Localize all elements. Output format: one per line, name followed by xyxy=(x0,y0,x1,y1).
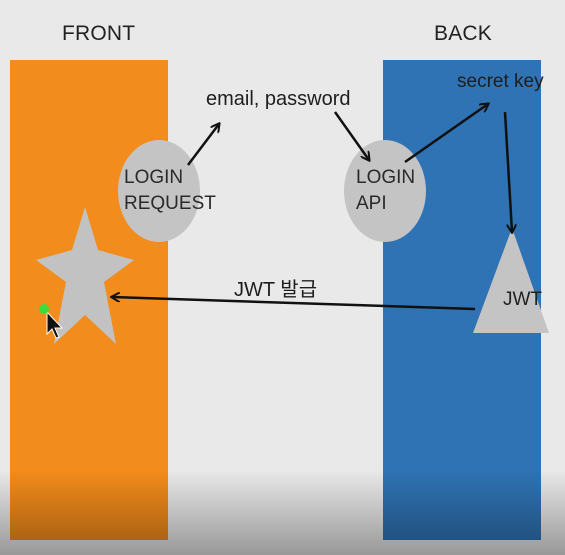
cursor-icon xyxy=(39,304,64,339)
jwt-triangle xyxy=(473,228,549,333)
arrow-email-to-api xyxy=(333,111,369,160)
login-request-line1: LOGIN xyxy=(124,167,184,188)
secret-key-label: secret key xyxy=(457,71,544,92)
arrow-secret-to-jwt xyxy=(503,111,512,232)
arrow-jwt-to-front xyxy=(112,297,476,311)
login-api-line1: LOGIN xyxy=(356,167,416,188)
login-api-line2: API xyxy=(356,193,387,214)
arrow-api-to-secret xyxy=(404,104,488,164)
star-icon xyxy=(36,207,134,344)
login-request-node: LOGIN REQUEST xyxy=(118,140,216,242)
login-request-line2: REQUEST xyxy=(124,193,216,214)
front-label: FRONT xyxy=(62,22,136,45)
jwt-issue-label: JWT 발급 xyxy=(234,279,318,301)
jwt-node-label: JWT xyxy=(503,289,543,310)
email-password-label: email, password xyxy=(206,88,351,110)
arrow-request-to-email xyxy=(187,124,219,166)
back-label: BACK xyxy=(434,22,492,45)
